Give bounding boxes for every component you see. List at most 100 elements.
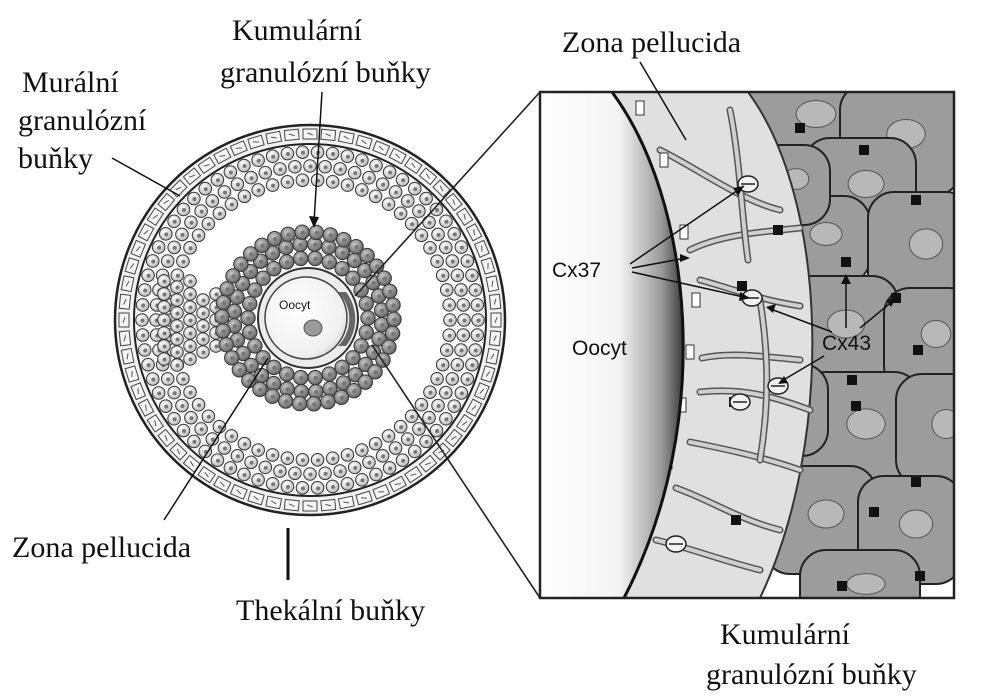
- mural-granulosa-cell-nucleus: [346, 184, 350, 188]
- mural-granulosa-cell-nucleus: [236, 183, 240, 187]
- cx43-label: Cx43: [822, 332, 871, 355]
- oocyte-small: [265, 277, 347, 359]
- gap-junction: [911, 195, 921, 205]
- stalk-cell-nucleus: [201, 298, 205, 302]
- mural-granulosa-cell-nucleus: [140, 318, 144, 322]
- mural-granulosa-cell-nucleus: [211, 199, 215, 203]
- cumulus-cell-nucleus: [272, 366, 277, 371]
- gap-junction: [731, 515, 741, 525]
- mural-granulosa-cell-nucleus: [445, 349, 449, 353]
- mural-granulosa-cell-nucleus: [301, 179, 305, 183]
- cumulus-cell-nucleus: [373, 370, 378, 375]
- cumulus-cell-nucleus: [366, 316, 371, 321]
- mural-granulosa-cell-nucleus: [425, 440, 429, 444]
- mural-granulosa-cell-nucleus: [331, 457, 335, 461]
- mural-granulosa-cell-nucleus: [143, 288, 147, 292]
- cumulus-cell-nucleus: [341, 251, 346, 256]
- cumulus-cell-nucleus: [241, 282, 246, 287]
- cumulus-cell-nucleus: [327, 372, 332, 377]
- mural-granulosa-cell-nucleus: [236, 454, 240, 458]
- mural-granulosa-cell-nucleus: [264, 466, 268, 470]
- cumulus-cell-nucleus: [327, 260, 332, 265]
- cumulus-cell-nucleus: [363, 269, 368, 274]
- mural-granulosa-cell-nucleus: [218, 212, 222, 216]
- zoom-cumulus-nucleus: [847, 409, 885, 439]
- mural-granulosa-cell-nucleus: [413, 450, 417, 454]
- mural-granulosa-cell-nucleus: [166, 377, 170, 381]
- cumulus-cell-nucleus: [261, 276, 266, 281]
- mural-granulosa-cell-nucleus: [435, 429, 439, 433]
- mural-granulosa-cell-nucleus: [176, 274, 180, 278]
- mural-granulosa-cell-nucleus: [157, 246, 161, 250]
- cumulus-cell-nucleus: [314, 390, 319, 395]
- mural-granulosa-cell-nucleus: [182, 208, 186, 212]
- mural-granulosa-cell-nucleus: [207, 415, 211, 419]
- mural-granulosa-cell-nucleus: [216, 459, 220, 463]
- mural-granulosa-cell-nucleus: [346, 453, 350, 457]
- mural-granulosa-cell-nucleus: [428, 246, 432, 250]
- mural-granulosa-cell-nucleus: [353, 466, 357, 470]
- cumulus-cell-nucleus: [273, 237, 278, 242]
- mural-label-line-1: Murální: [22, 66, 119, 99]
- cumulus-cell-nucleus: [286, 233, 291, 238]
- zoom-panel: Oocyt: [540, 68, 984, 630]
- stalk-cell-nucleus: [201, 324, 205, 328]
- mural-granulosa-cell-nucleus: [316, 458, 320, 462]
- mural-granulosa-cell-nucleus: [417, 210, 421, 214]
- stalk-cell-nucleus: [175, 363, 179, 367]
- mural-granulosa-cell-nucleus: [229, 171, 233, 175]
- stalk-cell-nucleus: [188, 357, 192, 361]
- zoom-cumulus-nucleus: [921, 320, 950, 347]
- mural-granulosa-cell-nucleus: [436, 260, 440, 264]
- mural-granulosa-cell-nucleus: [257, 449, 261, 453]
- mural-granulosa-cell-nucleus: [451, 260, 455, 264]
- mural-granulosa-cell-nucleus: [257, 478, 261, 482]
- mural-granulosa-cell-nucleus: [230, 203, 234, 207]
- mural-granulosa-cell-nucleus: [428, 391, 432, 395]
- cumulus-cell-nucleus: [326, 400, 331, 405]
- stalk-cell-nucleus: [175, 350, 179, 354]
- mural-granulosa-cell-nucleus: [182, 429, 186, 433]
- mural-granulosa-cell-nucleus: [243, 195, 247, 199]
- gap-junction: [869, 507, 879, 517]
- mural-granulosa-cell-nucleus: [229, 466, 233, 470]
- mural-granulosa-cell-nucleus: [406, 199, 410, 203]
- cumulus-cell-nucleus: [272, 382, 277, 387]
- mural-granulosa-cell-nucleus: [388, 466, 392, 470]
- cumulus-cell-nucleus: [249, 270, 254, 275]
- cumulus-cell-nucleus: [260, 374, 265, 379]
- cumulus-cell-nucleus: [382, 276, 387, 281]
- stalk-cell-nucleus: [214, 292, 218, 296]
- stalk-cell-nucleus: [162, 279, 166, 283]
- mural-granulosa-cell-nucleus: [331, 180, 335, 184]
- mural-granulosa-cell-nucleus: [181, 260, 185, 264]
- mural-granulosa-cell-nucleus: [257, 188, 261, 192]
- mural-granulosa-cell-nucleus: [192, 440, 196, 444]
- mural-granulosa-cell-nucleus: [436, 377, 440, 381]
- cumulus-cell-nucleus: [298, 402, 303, 407]
- gap-junction: [911, 477, 921, 487]
- cumulus-cell-nucleus: [340, 395, 345, 400]
- cumulus-cell-nucleus: [342, 381, 347, 386]
- mural-granulosa-cell-nucleus: [417, 427, 421, 431]
- cumulus-cell-nucleus: [253, 344, 258, 349]
- stalk-cell-nucleus: [188, 331, 192, 335]
- mural-granulosa-cell-nucleus: [437, 404, 441, 408]
- mural-granulosa-cell-nucleus: [271, 155, 275, 159]
- zoom-cumulus-nucleus: [848, 170, 884, 197]
- cumulus-cell-nucleus: [313, 257, 318, 262]
- mural-granulosa-cell-nucleus: [375, 164, 379, 168]
- mural-granulosa-cell-nucleus: [448, 303, 452, 307]
- mural-granulosa-cell-nucleus: [216, 178, 220, 182]
- mural-granulosa-cell-nucleus: [143, 348, 147, 352]
- mural-granulosa-cell-nucleus: [437, 233, 441, 237]
- cumulus-cell-nucleus: [225, 287, 230, 292]
- mural-granulosa-cell-nucleus: [381, 183, 385, 187]
- mural-granulosa-cell-nucleus: [360, 449, 364, 453]
- mural-granulosa-cell-nucleus: [286, 180, 290, 184]
- mural-granulosa-cell-nucleus: [425, 197, 429, 201]
- mural-granulosa-cell-nucleus: [189, 246, 193, 250]
- cumulus-cell-nucleus: [270, 394, 275, 399]
- mural-granulosa-cell-nucleus: [271, 453, 275, 457]
- cumulus-cell-nucleus: [351, 276, 356, 281]
